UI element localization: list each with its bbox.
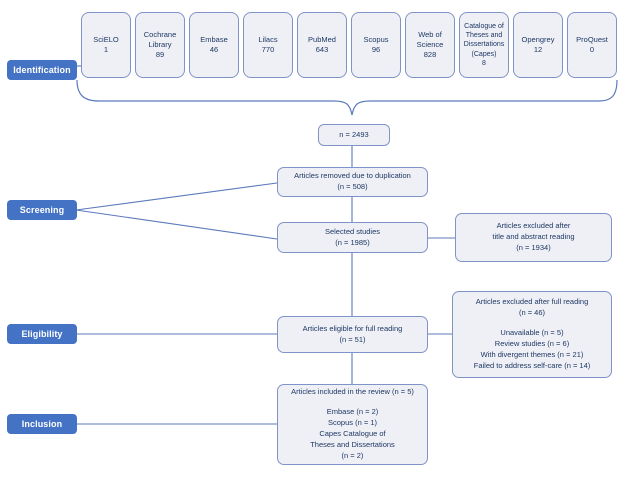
- included-source: Theses and Dissertations: [310, 439, 395, 449]
- source-box-pubmed: PubMed 643: [297, 12, 347, 78]
- box-line: title and abstract reading: [492, 232, 575, 242]
- source-name: PubMed: [308, 35, 336, 45]
- box-count: (n = 1934): [516, 242, 551, 252]
- stage-label-inclusion: Inclusion: [7, 414, 77, 434]
- box-line: Articles removed due to duplication: [294, 171, 411, 181]
- stage-label-eligibility: Eligibility: [7, 324, 77, 344]
- total-box: n = 2493: [318, 124, 390, 146]
- exclusion-reason: Review studies (n = 6): [494, 339, 570, 348]
- excluded-title-abstract-box: Articles excluded after title and abstra…: [455, 213, 612, 262]
- included-review-box: Articles included in the review (n = 5) …: [277, 384, 428, 465]
- source-name: Web of Science: [416, 30, 444, 50]
- screening-line-to-selected: [75, 209, 278, 240]
- box-line: Articles included in the review (n = 5): [291, 387, 414, 397]
- source-box-scopus: Scopus 96: [351, 12, 401, 78]
- total-count: n = 2493: [339, 129, 369, 139]
- source-name: Opengrey: [521, 35, 555, 45]
- source-name: SciELO: [93, 35, 119, 45]
- box-count: (n = 508): [337, 182, 368, 191]
- source-box-web-of-science: Web of Science 828: [405, 12, 455, 78]
- source-count: 1: [103, 45, 109, 54]
- selected-studies-box: Selected studies (n = 1985): [277, 222, 428, 253]
- box-line: Articles excluded after: [496, 221, 571, 231]
- box-count: (n = 46): [518, 308, 546, 318]
- source-box-capes: Catalogue of Theses and Dissertations (C…: [459, 12, 509, 78]
- included-source: (n = 2): [341, 450, 364, 460]
- box-count: (n = 51): [339, 334, 366, 344]
- source-box-opengrey: Opengrey 12: [513, 12, 563, 78]
- source-count: 828: [423, 49, 437, 59]
- stage-label-screening: Screening: [7, 200, 77, 220]
- source-name: Scopus: [363, 35, 389, 45]
- included-source: Embase (n = 2): [326, 407, 379, 417]
- brace-curve: [76, 79, 618, 116]
- source-name: Lilacs: [258, 35, 278, 45]
- box-count: (n = 1985): [335, 237, 370, 247]
- box-line: Selected studies: [324, 226, 381, 236]
- source-name: ProQuest: [576, 35, 608, 45]
- source-name: Embase: [200, 35, 228, 45]
- source-box-proquest: ProQuest 0: [567, 12, 617, 78]
- duplication-removed-box: Articles removed due to duplication (n =…: [277, 167, 428, 197]
- excluded-full-reading-box: Articles excluded after full reading (n …: [452, 291, 612, 378]
- source-count: 8: [482, 59, 486, 67]
- screening-line-to-duplication: [75, 182, 278, 211]
- source-count: 643: [315, 45, 329, 54]
- eligible-full-reading-box: Articles eligible for full reading (n = …: [277, 316, 428, 353]
- source-box-cochrane: Cochrane Library 89: [135, 12, 185, 78]
- source-box-scielo: SciELO 1: [81, 12, 131, 78]
- box-line: Articles excluded after full reading: [475, 297, 589, 307]
- source-count: 46: [209, 45, 219, 54]
- source-count: 96: [371, 45, 381, 54]
- source-name: Catalogue of Theses and Dissertations (C…: [463, 23, 505, 58]
- exclusion-reason: With divergent themes (n = 21): [480, 349, 584, 359]
- exclusion-reason: Failed to address self-care (n = 14): [473, 360, 591, 370]
- included-source: Scopus (n = 1): [328, 418, 377, 428]
- source-box-embase: Embase 46: [189, 12, 239, 78]
- exclusion-reason: Unavailable (n = 5): [500, 328, 564, 338]
- included-source: Capes Catalogue of: [319, 429, 386, 438]
- box-line: Articles eligible for full reading: [302, 323, 403, 333]
- source-count: 770: [261, 45, 275, 54]
- source-count: 0: [589, 45, 595, 54]
- stage-label-identification: Identification: [7, 60, 77, 80]
- source-count: 89: [155, 49, 165, 59]
- source-count: 12: [533, 45, 543, 54]
- source-box-lilacs: Lilacs 770: [243, 12, 293, 78]
- source-name: Cochrane Library: [143, 30, 177, 50]
